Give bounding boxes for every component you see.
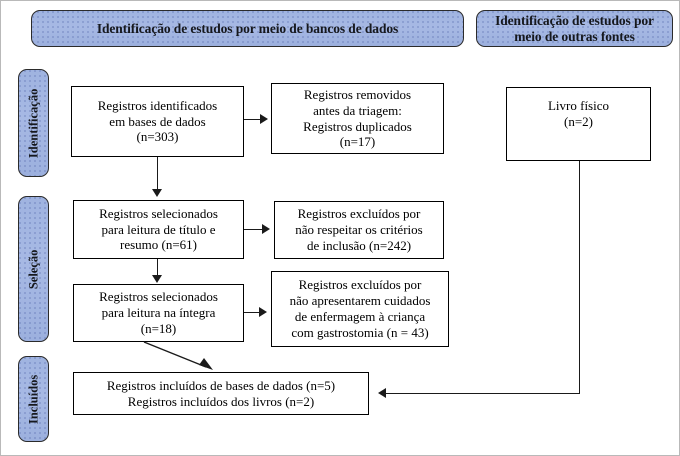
connector-screened-to-fulltext	[157, 259, 159, 276]
box-records-included-line-1: Registros incluídos de bases de dados (n…	[106, 377, 336, 393]
connector-book-vertical	[579, 161, 581, 394]
arrowhead-identified-to-screened	[152, 189, 162, 197]
box-excluded-criteria: Registros excluídos por não respeitar os…	[274, 201, 444, 259]
stage-bar-identificacao: Identificação	[18, 69, 49, 177]
stage-label-incluidos: Incluídos	[26, 374, 41, 424]
arrowhead-book-to-included	[378, 388, 386, 398]
box-excluded-content-line-1: Registros excluídos por	[298, 277, 422, 293]
box-records-identified-line-1: Registros identificados	[97, 97, 218, 113]
box-records-included-line-2: Registros incluídos dos livros (n=2)	[127, 393, 315, 409]
box-records-removed: Registros removidos antes da triagem: Re…	[271, 83, 444, 154]
box-records-removed-line-3: Registros duplicados	[303, 118, 412, 134]
arrowhead-fulltext-to-excluded-content	[259, 307, 267, 317]
box-records-fulltext: Registros selecionados para leitura na í…	[73, 284, 244, 342]
connector-identified-to-screened	[157, 157, 159, 190]
box-physical-book-line-1: Livro físico	[547, 98, 609, 114]
arrowhead-identified-to-removed	[260, 114, 268, 124]
box-records-identified-line-3: (n=303)	[136, 129, 179, 145]
box-records-fulltext-line-2: para leitura na íntegra	[101, 305, 216, 321]
connector-screened-to-excluded	[244, 229, 264, 231]
box-records-screened-line-3: resumo (n=61)	[119, 237, 197, 253]
box-excluded-content-line-4: com gastrostomia (n = 43)	[291, 324, 429, 340]
box-excluded-criteria-line-1: Registros excluídos por	[297, 206, 421, 222]
box-records-identified: Registros identificados em bases de dado…	[71, 86, 244, 157]
box-excluded-criteria-line-2: não respeitar os critérios	[295, 222, 423, 238]
header-bar-databases: Identificação de estudos por meio de ban…	[31, 10, 464, 47]
header-label-other-sources: Identificação de estudos por meio de out…	[495, 12, 654, 44]
header-bar-other-sources: Identificação de estudos por meio de out…	[476, 10, 673, 47]
box-excluded-content-line-3: de enfermagem à criança	[294, 309, 426, 324]
box-records-screened: Registros selecionados para leitura de t…	[73, 200, 244, 259]
box-records-removed-line-4: (n=17)	[339, 134, 376, 150]
stage-label-selecao: Seleção	[26, 249, 41, 289]
stage-label-identificacao: Identificação	[26, 88, 41, 158]
box-excluded-content-line-2: não apresentarem cuidados	[289, 293, 431, 309]
connector-identified-to-removed	[244, 119, 262, 121]
arrowhead-screened-to-fulltext	[152, 275, 162, 283]
stage-bar-selecao: Seleção	[18, 196, 49, 342]
box-physical-book: Livro físico (n=2)	[506, 87, 651, 161]
header-label-databases: Identificação de estudos por meio de ban…	[96, 20, 399, 36]
box-excluded-criteria-line-3: de inclusão (n=242)	[306, 237, 412, 253]
box-records-screened-line-1: Registros selecionados	[99, 205, 218, 221]
arrowhead-screened-to-excluded	[262, 224, 270, 234]
box-records-fulltext-line-3: (n=18)	[140, 320, 177, 336]
box-records-removed-line-2: antes da triagem:	[313, 102, 402, 118]
connector-book-horizontal	[386, 393, 580, 395]
box-excluded-content: Registros excluídos por não apresentarem…	[271, 271, 449, 347]
box-records-fulltext-line-1: Registros selecionados	[99, 289, 218, 305]
box-records-removed-line-1: Registros removidos	[303, 86, 412, 102]
box-records-screened-line-2: para leitura de título e	[101, 221, 216, 237]
box-physical-book-line-2: (n=2)	[564, 114, 593, 129]
box-records-identified-line-2: em bases de dados	[109, 113, 206, 129]
stage-bar-incluidos: Incluídos	[18, 356, 49, 442]
connector-fulltext-to-excluded-content	[244, 312, 261, 314]
box-records-included: Registros incluídos de bases de dados (n…	[73, 372, 369, 415]
